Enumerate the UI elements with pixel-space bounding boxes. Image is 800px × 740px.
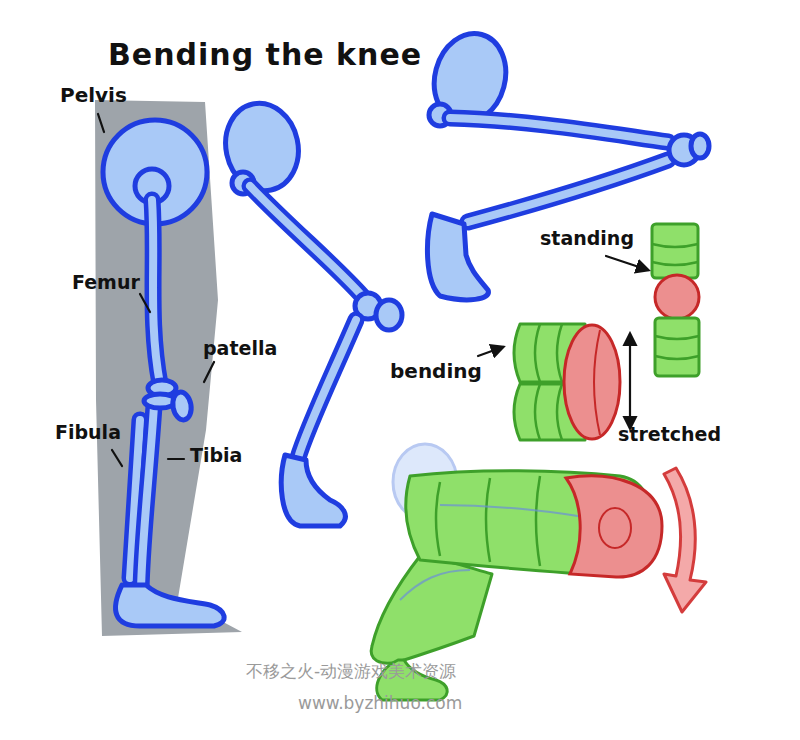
bent-leg [218,96,402,526]
part-label: stretched [618,424,721,445]
part-label: Tibia [190,445,242,466]
deep-bent-leg [425,25,709,299]
standing-leg [95,100,242,636]
part-label: patella [203,338,277,359]
part-label: Femur [72,272,140,293]
part-label: Pelvis [60,84,127,106]
diagram-title: Bending the knee [108,38,422,71]
bending-joint [478,324,630,440]
watermark-text: www.byzhihuo.com [298,694,462,713]
part-label: standing [540,228,634,249]
part-label: Fibula [55,422,121,443]
part-label: bending [390,360,482,382]
watermark-text: 不移之火-动漫游戏美术资源 [246,662,456,681]
